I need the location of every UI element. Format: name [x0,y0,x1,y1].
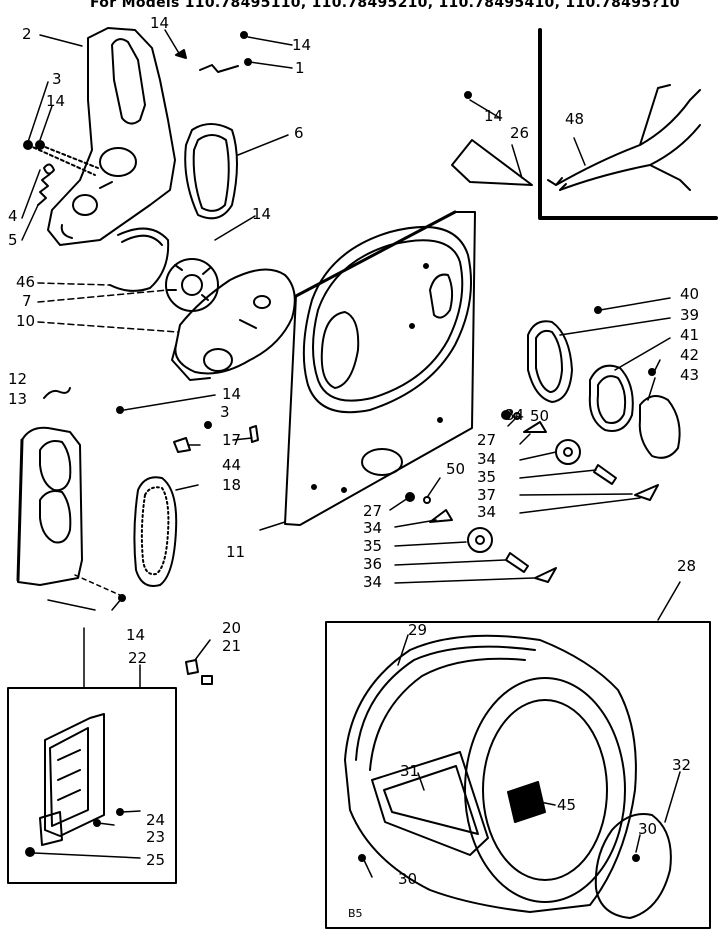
callout-1: 1 [295,59,305,77]
bulkhead-part-11 [285,212,475,525]
callout-24: 24 [146,811,166,829]
rollers-27-34-35-36-37-50 [406,411,658,582]
filter-part-18 [134,477,176,586]
callout-2: 2 [22,25,32,43]
callout-45: 45 [557,796,577,814]
callout-36: 36 [363,555,383,573]
callout-28: 28 [677,557,697,575]
callout-26: 26 [510,124,530,142]
callout-34: 34 [363,519,383,537]
clamp-part-46 [110,229,168,291]
callout-41: 41 [680,326,700,344]
callout-14: 14 [46,92,66,110]
callout-12: 12 [8,370,28,388]
callout-17: 17 [222,431,242,449]
callout-46: 46 [16,273,36,291]
callout-48: 48 [565,110,585,128]
leader-lines [22,30,680,877]
callout-35: 35 [477,468,497,486]
callout-14: 14 [222,385,242,403]
harness-part-48 [540,30,716,218]
callout-50: 50 [446,460,466,478]
bearing-assembly-39-43 [528,307,680,458]
panel-kit-22-box [8,688,176,883]
models-header: For Models 110.78495110, 110.78495210, 1… [90,0,680,11]
rear-duct-part-2 [48,28,175,245]
callout-21: 21 [222,637,242,655]
callout-13: 13 [8,390,28,408]
callout-34: 34 [477,450,497,468]
bracket-part-26 [452,92,532,185]
callout-3: 3 [220,403,230,421]
duct-part-13 [18,428,82,585]
small-parts-3-14-17-44 [44,388,258,452]
callout-18: 18 [222,476,242,494]
callout-42: 42 [680,346,700,364]
callout-14: 14 [252,205,272,223]
blower-housing-part-10 [172,270,295,380]
callout-3: 3 [52,70,62,88]
callout-23: 23 [146,828,166,846]
top-screws-1-14 [176,32,251,72]
callout-29: 29 [408,621,428,639]
callout-34: 34 [477,503,497,521]
callout-35: 35 [363,537,383,555]
callout-7: 7 [22,292,32,310]
seal-part-6 [185,124,237,218]
drum-kit-28-box [326,622,710,928]
screws-and-spring-3-4-5 [24,141,98,205]
callout-34: 34 [363,573,383,591]
callout-39: 39 [680,306,700,324]
callout-43: 43 [680,366,700,384]
callout-32: 32 [672,756,692,774]
callout-10: 10 [16,312,36,330]
callout-30: 30 [638,820,658,838]
callout-6: 6 [294,124,304,142]
callout-30: 30 [398,870,418,888]
footer-code: B5 [348,907,363,920]
callout-20: 20 [222,619,242,637]
callout-14: 14 [292,36,312,54]
callout-37: 37 [477,486,497,504]
blower-wheel-part-7 [166,259,218,311]
callout-25: 25 [146,851,166,869]
callout-50: 50 [530,407,550,425]
callout-27: 27 [477,431,497,449]
callout-31: 31 [400,762,420,780]
callout-44: 44 [222,456,242,474]
callout-14: 14 [126,626,146,644]
callout-5: 5 [8,231,18,249]
callout-4: 4 [8,207,18,225]
callout-27: 27 [363,502,383,520]
callout-14: 14 [484,107,504,125]
callout-34: 34 [505,406,525,424]
callout-40: 40 [680,285,700,303]
callout-14: 14 [150,14,170,32]
callout-11: 11 [226,543,246,561]
callout-22: 22 [128,649,148,667]
